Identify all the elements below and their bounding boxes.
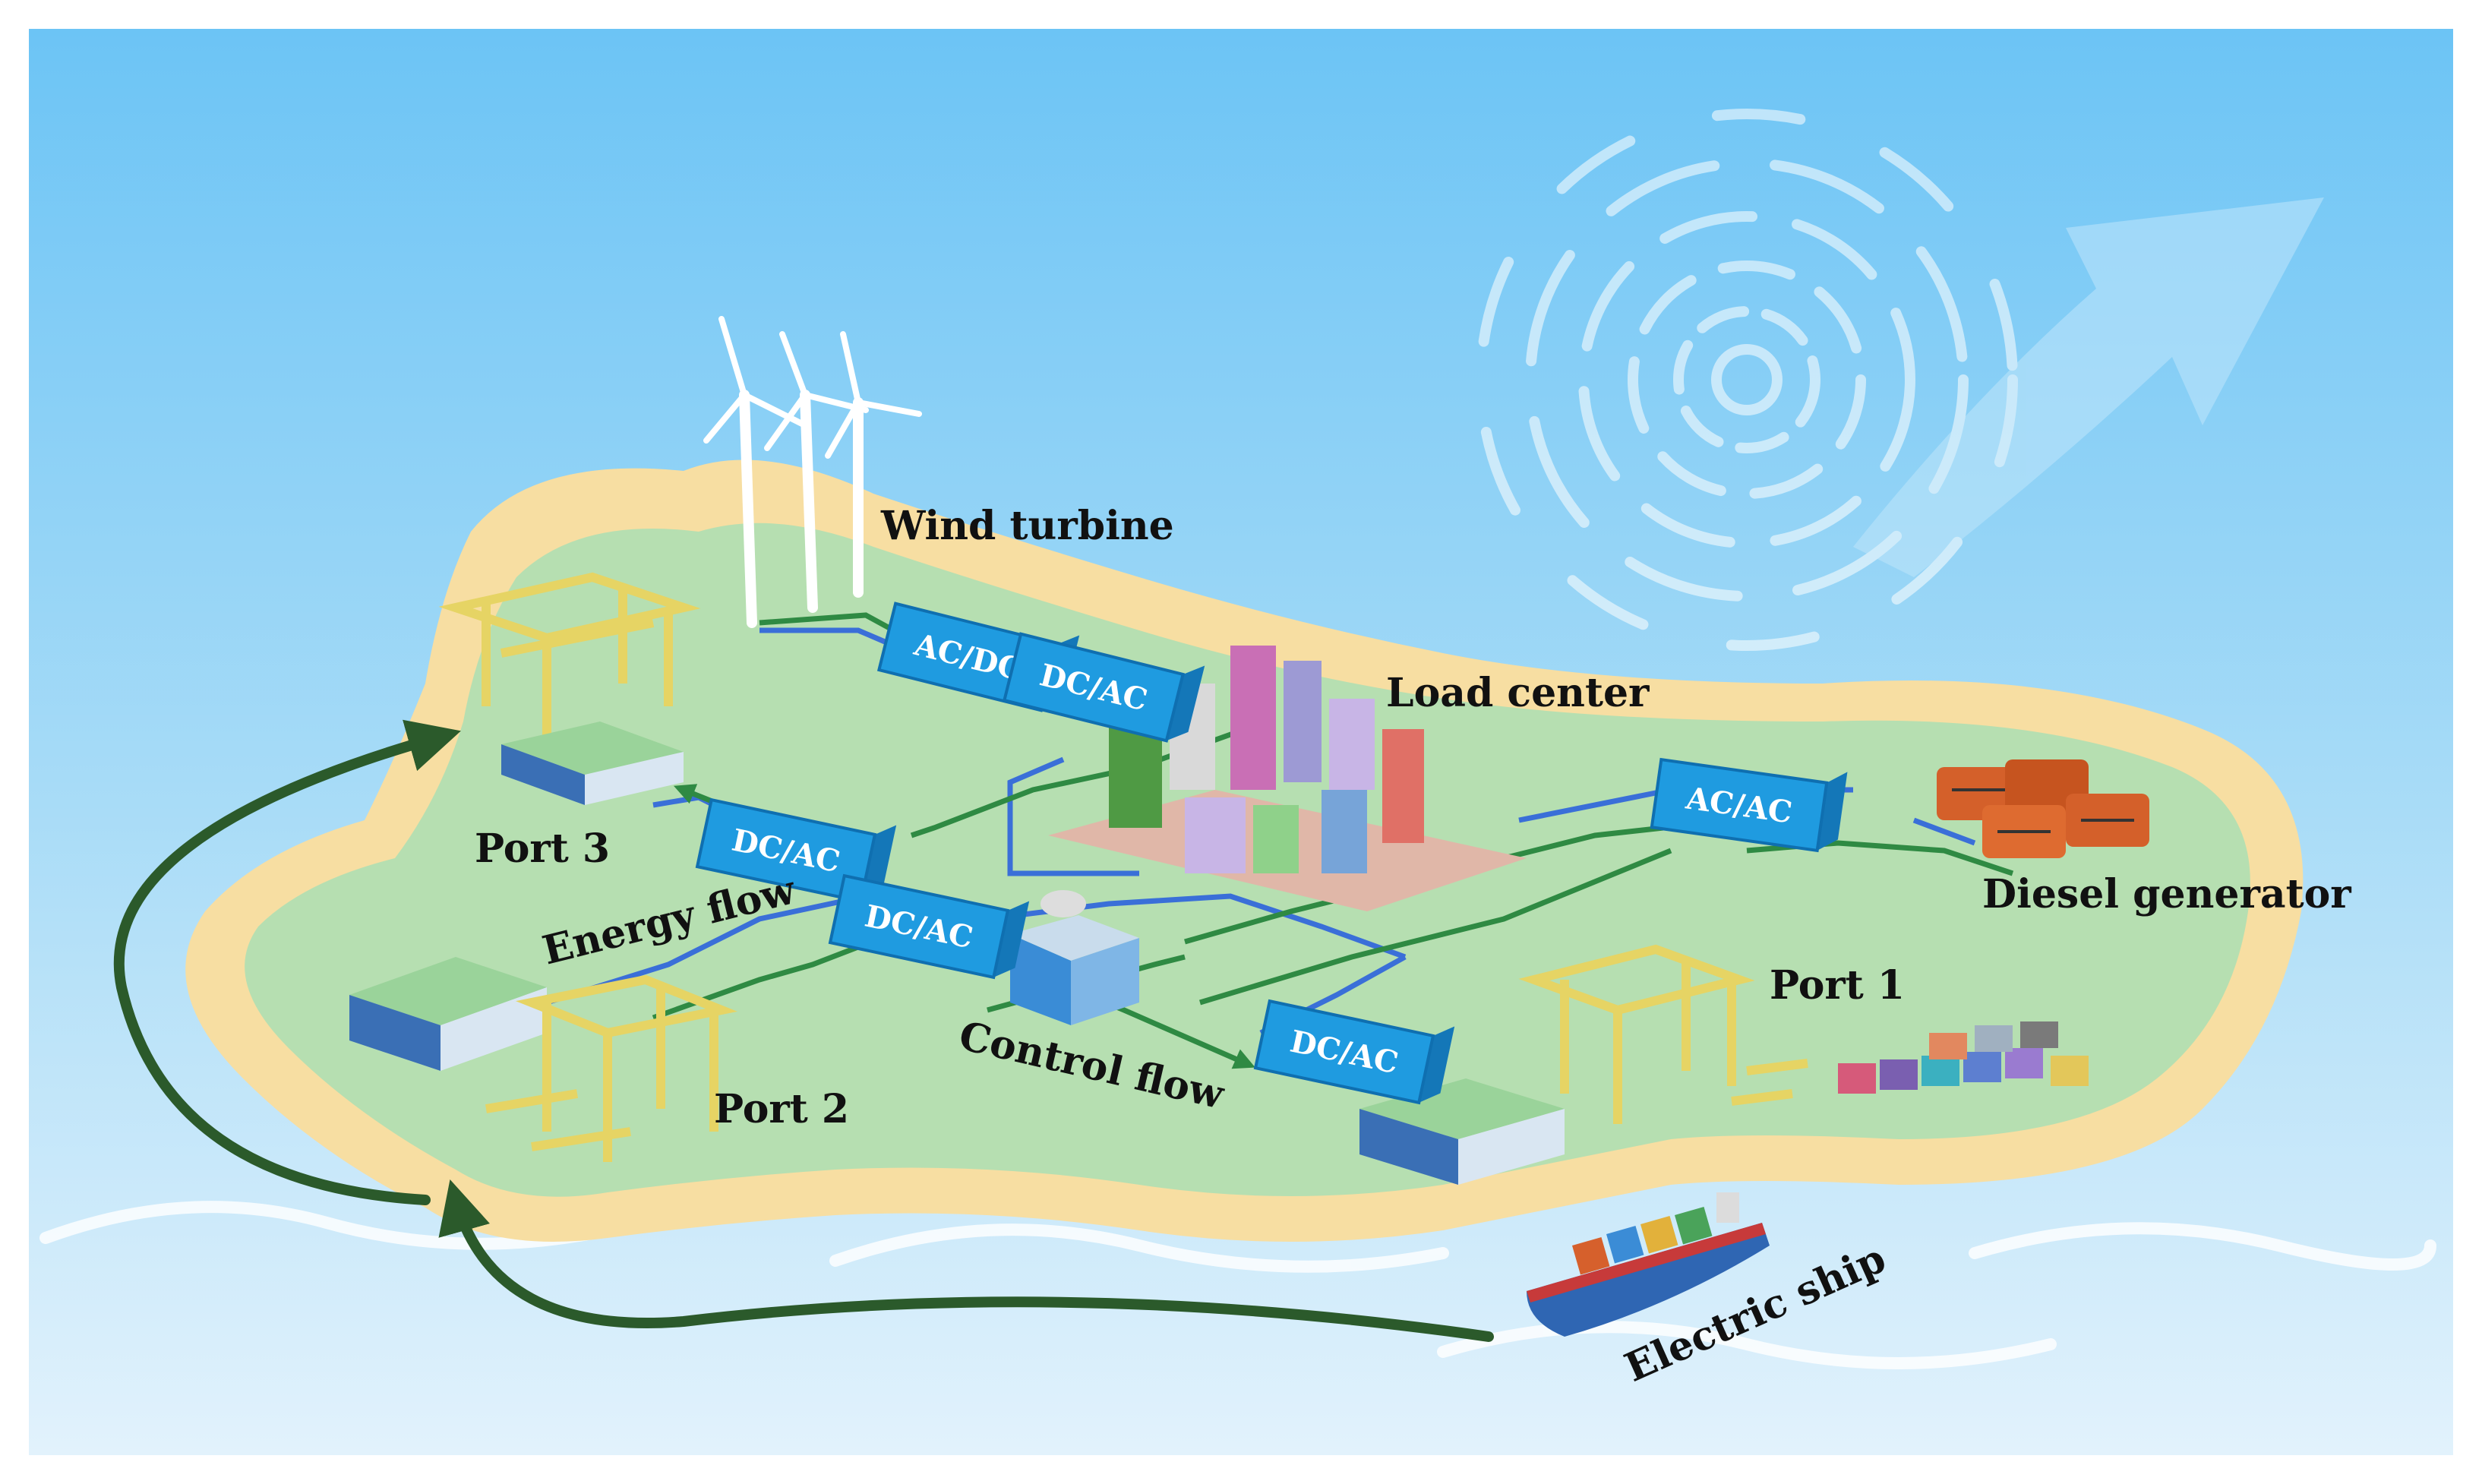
converter-dc-ac-wind: DC/AC: [1002, 632, 1205, 743]
label-diesel-generator: Diesel generator: [1982, 871, 2351, 917]
converter-dc-ac-port3: DC/AC: [695, 797, 897, 904]
label-load-center: Load center: [1386, 670, 1650, 716]
label-port-1: Port 1: [1770, 962, 1905, 1009]
control-center-icon: [1010, 890, 1139, 1025]
converter-dc-ac-port1: DC/AC: [1253, 999, 1455, 1105]
converter-ac-ac-diesel: AC/AC: [1650, 757, 1848, 853]
containers: [1838, 1021, 2089, 1094]
ship-route-arrows: [113, 719, 1494, 1342]
converter-dc-ac-port2: DC/AC: [828, 873, 1030, 980]
label-port-2: Port 2: [714, 1086, 849, 1132]
label-wind-turbine: Wind turbine: [880, 503, 1174, 549]
wind-turbine-icon: [703, 316, 922, 628]
label-port-3: Port 3: [475, 826, 610, 872]
port-crane-icon: [485, 974, 737, 1162]
sea-waves: [39, 1201, 2436, 1369]
warehouse-icon: [501, 721, 684, 805]
warehouse-icon: [349, 957, 547, 1071]
diesel-generator-icon: [1937, 759, 2149, 858]
port-crane-icon: [438, 572, 701, 744]
warehouse-icon: [1359, 1078, 1565, 1185]
container-ship-icon: [1527, 1192, 1770, 1337]
port-crane-icon: [1518, 944, 1808, 1124]
wind-swirl-icon: [1476, 109, 2324, 651]
